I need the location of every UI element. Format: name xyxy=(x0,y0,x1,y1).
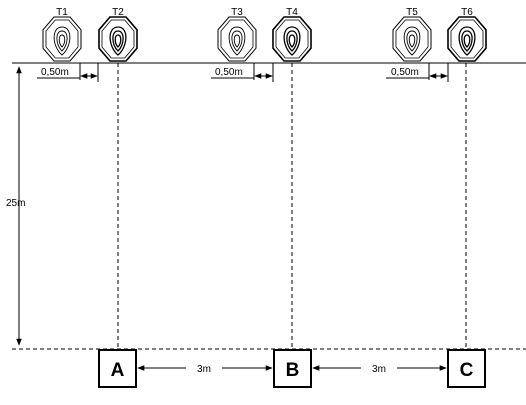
target-octagon xyxy=(98,16,138,62)
range-distance-label: 25m xyxy=(6,198,25,209)
target-ring xyxy=(283,26,301,56)
target-label-t3: T3 xyxy=(231,7,243,18)
target-octagon xyxy=(447,16,487,62)
position-label-a: A xyxy=(111,360,125,381)
target-ring xyxy=(56,30,68,52)
target-ring xyxy=(233,34,241,48)
position-box-c: C xyxy=(447,349,486,388)
targets: T1 T2 T3 T4 T5 T6 xyxy=(42,7,487,62)
position-box-b: B xyxy=(273,349,312,388)
target-ring xyxy=(458,26,476,56)
target-inner-octagon xyxy=(450,19,484,59)
target-ring xyxy=(53,26,71,56)
spacing-label: 3m xyxy=(197,364,211,375)
target-inner-octagon xyxy=(220,19,254,59)
target-octagon xyxy=(272,16,312,62)
target-label-t6: T6 xyxy=(461,7,473,18)
target-t4: T4 xyxy=(272,7,312,62)
offset-label: 0,50m xyxy=(41,67,69,78)
offset-dimension-2: 0,50m xyxy=(211,67,273,79)
target-label-t5: T5 xyxy=(406,7,418,18)
target-ring xyxy=(228,26,246,56)
target-ring xyxy=(403,26,421,56)
target-ring xyxy=(114,34,122,48)
target-octagon xyxy=(392,16,432,62)
target-inner-octagon xyxy=(101,19,135,59)
position-label-b: B xyxy=(286,360,300,381)
target-t5: T5 xyxy=(392,7,432,62)
target-ring xyxy=(286,30,298,52)
target-ring xyxy=(112,30,124,52)
target-ring xyxy=(408,34,416,48)
target-label-t1: T1 xyxy=(56,7,68,18)
target-label-t4: T4 xyxy=(286,7,298,18)
spacing-label: 3m xyxy=(372,364,386,375)
spacing-dimension-bc: 3m xyxy=(312,364,447,375)
offset-dimension-1: 0,50m xyxy=(37,67,98,79)
target-ring xyxy=(288,34,296,48)
target-t1: T1 xyxy=(42,7,82,62)
offset-dimension-3: 0,50m xyxy=(386,67,448,79)
position-box-a: A xyxy=(98,349,137,388)
offset-label: 0,50m xyxy=(391,67,419,78)
offset-label: 0,50m xyxy=(215,67,243,78)
target-t6: T6 xyxy=(447,7,487,62)
target-ring xyxy=(406,30,418,52)
target-ring xyxy=(463,34,471,48)
target-octagon xyxy=(217,16,257,62)
target-t2: T2 xyxy=(98,7,138,62)
spacing-dimension-ab: 3m xyxy=(137,364,273,375)
target-t3: T3 xyxy=(217,7,257,62)
target-inner-octagon xyxy=(275,19,309,59)
target-inner-octagon xyxy=(45,19,79,59)
target-label-t2: T2 xyxy=(112,7,124,18)
target-ring xyxy=(58,34,66,48)
target-inner-octagon xyxy=(395,19,429,59)
target-ring xyxy=(109,26,127,56)
target-ring xyxy=(231,30,243,52)
position-label-c: C xyxy=(460,360,474,381)
target-ring xyxy=(461,30,473,52)
target-octagon xyxy=(42,16,82,62)
